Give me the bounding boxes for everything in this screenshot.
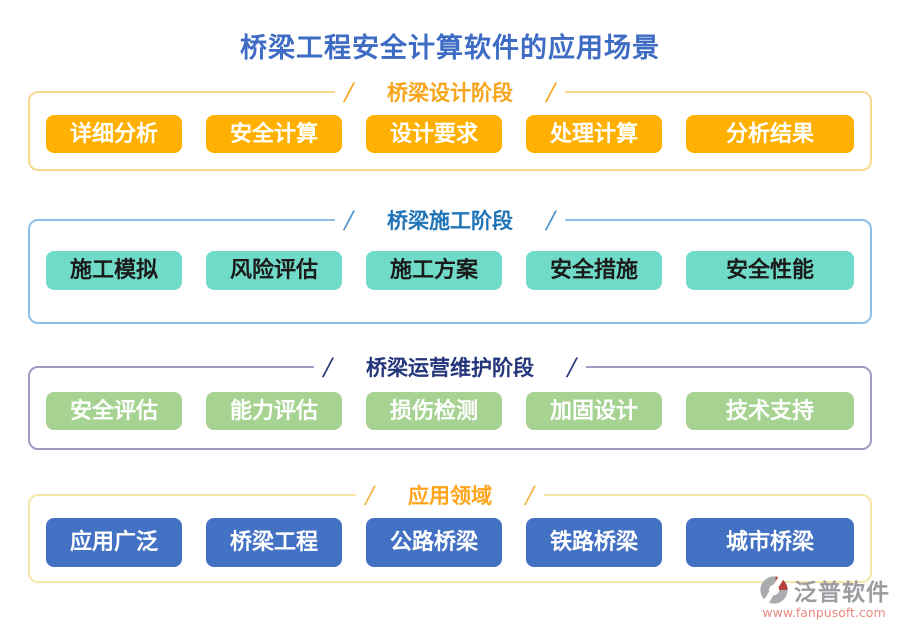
- slash-decoration: /: [544, 78, 559, 106]
- stage-button-safety-measures[interactable]: 安全措施: [526, 251, 662, 290]
- button-row: 应用广泛 桥梁工程 公路桥梁 铁路桥梁 城市桥梁: [46, 510, 854, 580]
- section-construction-stage: / 桥梁施工阶段 / 施工模拟 风险评估 施工方案 安全措施 安全性能: [28, 205, 872, 324]
- button-row: 安全评估 能力评估 损伤检测 加固设计 技术支持: [46, 382, 854, 448]
- stage-button-capacity-evaluation[interactable]: 能力评估: [206, 391, 342, 431]
- slash-decoration: /: [565, 352, 580, 381]
- stage-button-processing-calculation[interactable]: 处理计算: [526, 115, 662, 154]
- stage-button-design-requirements[interactable]: 设计要求: [366, 115, 502, 154]
- section-application-fields: / 应用领域 / 应用广泛 桥梁工程 公路桥梁 铁路桥梁 城市桥梁: [28, 480, 872, 583]
- section-legend-label: 桥梁施工阶段: [387, 208, 513, 234]
- field-button-wide-application[interactable]: 应用广泛: [46, 518, 182, 567]
- slash-decoration: /: [362, 481, 377, 510]
- stage-button-safety-evaluation[interactable]: 安全评估: [46, 391, 182, 431]
- stage-button-damage-detection[interactable]: 损伤检测: [366, 391, 502, 431]
- slash-decoration: /: [544, 206, 559, 235]
- section-legend-label: 桥梁设计阶段: [387, 80, 513, 105]
- section-legend: / 桥梁运营维护阶段 /: [314, 352, 586, 382]
- field-button-bridge-engineering[interactable]: 桥梁工程: [206, 518, 342, 567]
- stage-button-risk-assessment[interactable]: 风险评估: [206, 251, 342, 290]
- fanpu-logo-icon: [759, 574, 788, 606]
- field-button-urban-bridge[interactable]: 城市桥梁: [686, 518, 854, 567]
- slash-decoration: /: [341, 78, 356, 106]
- section-design-stage: / 桥梁设计阶段 / 详细分析 安全计算 设计要求 处理计算 分析结果: [28, 77, 872, 172]
- stage-button-detailed-analysis[interactable]: 详细分析: [46, 115, 182, 154]
- slash-decoration: /: [341, 206, 356, 235]
- stage-button-construction-plan[interactable]: 施工方案: [366, 251, 502, 290]
- button-row: 施工模拟 风险评估 施工方案 安全措施 安全性能: [46, 235, 854, 321]
- section-legend: / 应用领域 /: [356, 480, 544, 510]
- field-button-railway-bridge[interactable]: 铁路桥梁: [526, 518, 662, 567]
- stage-button-construction-simulation[interactable]: 施工模拟: [46, 251, 182, 290]
- field-button-highway-bridge[interactable]: 公路桥梁: [366, 518, 502, 567]
- stage-button-reinforcement-design[interactable]: 加固设计: [526, 391, 662, 431]
- slash-decoration: /: [523, 481, 538, 510]
- button-row: 详细分析 安全计算 设计要求 处理计算 分析结果: [46, 107, 854, 169]
- section-legend-label: 应用领域: [408, 483, 492, 509]
- page-title: 桥梁工程安全计算软件的应用场景: [240, 33, 660, 64]
- slash-decoration: /: [320, 352, 335, 381]
- stage-button-analysis-results[interactable]: 分析结果: [686, 115, 854, 154]
- brand-url: www.fanpusoft.com: [762, 605, 886, 620]
- brand-watermark: 泛普软件 www.fanpusoft.com: [758, 573, 890, 620]
- section-legend: / 桥梁设计阶段 /: [335, 77, 565, 107]
- section-legend-label: 桥梁运营维护阶段: [366, 354, 534, 380]
- stage-button-technical-support[interactable]: 技术支持: [686, 391, 854, 431]
- stage-button-safety-calculation[interactable]: 安全计算: [206, 115, 342, 154]
- section-operation-maintenance-stage: / 桥梁运营维护阶段 / 安全评估 能力评估 损伤检测 加固设计 技术支持: [28, 351, 872, 451]
- brand-name: 泛普软件: [794, 579, 890, 606]
- section-legend: / 桥梁施工阶段 /: [335, 205, 565, 235]
- stage-button-safety-performance[interactable]: 安全性能: [686, 251, 854, 290]
